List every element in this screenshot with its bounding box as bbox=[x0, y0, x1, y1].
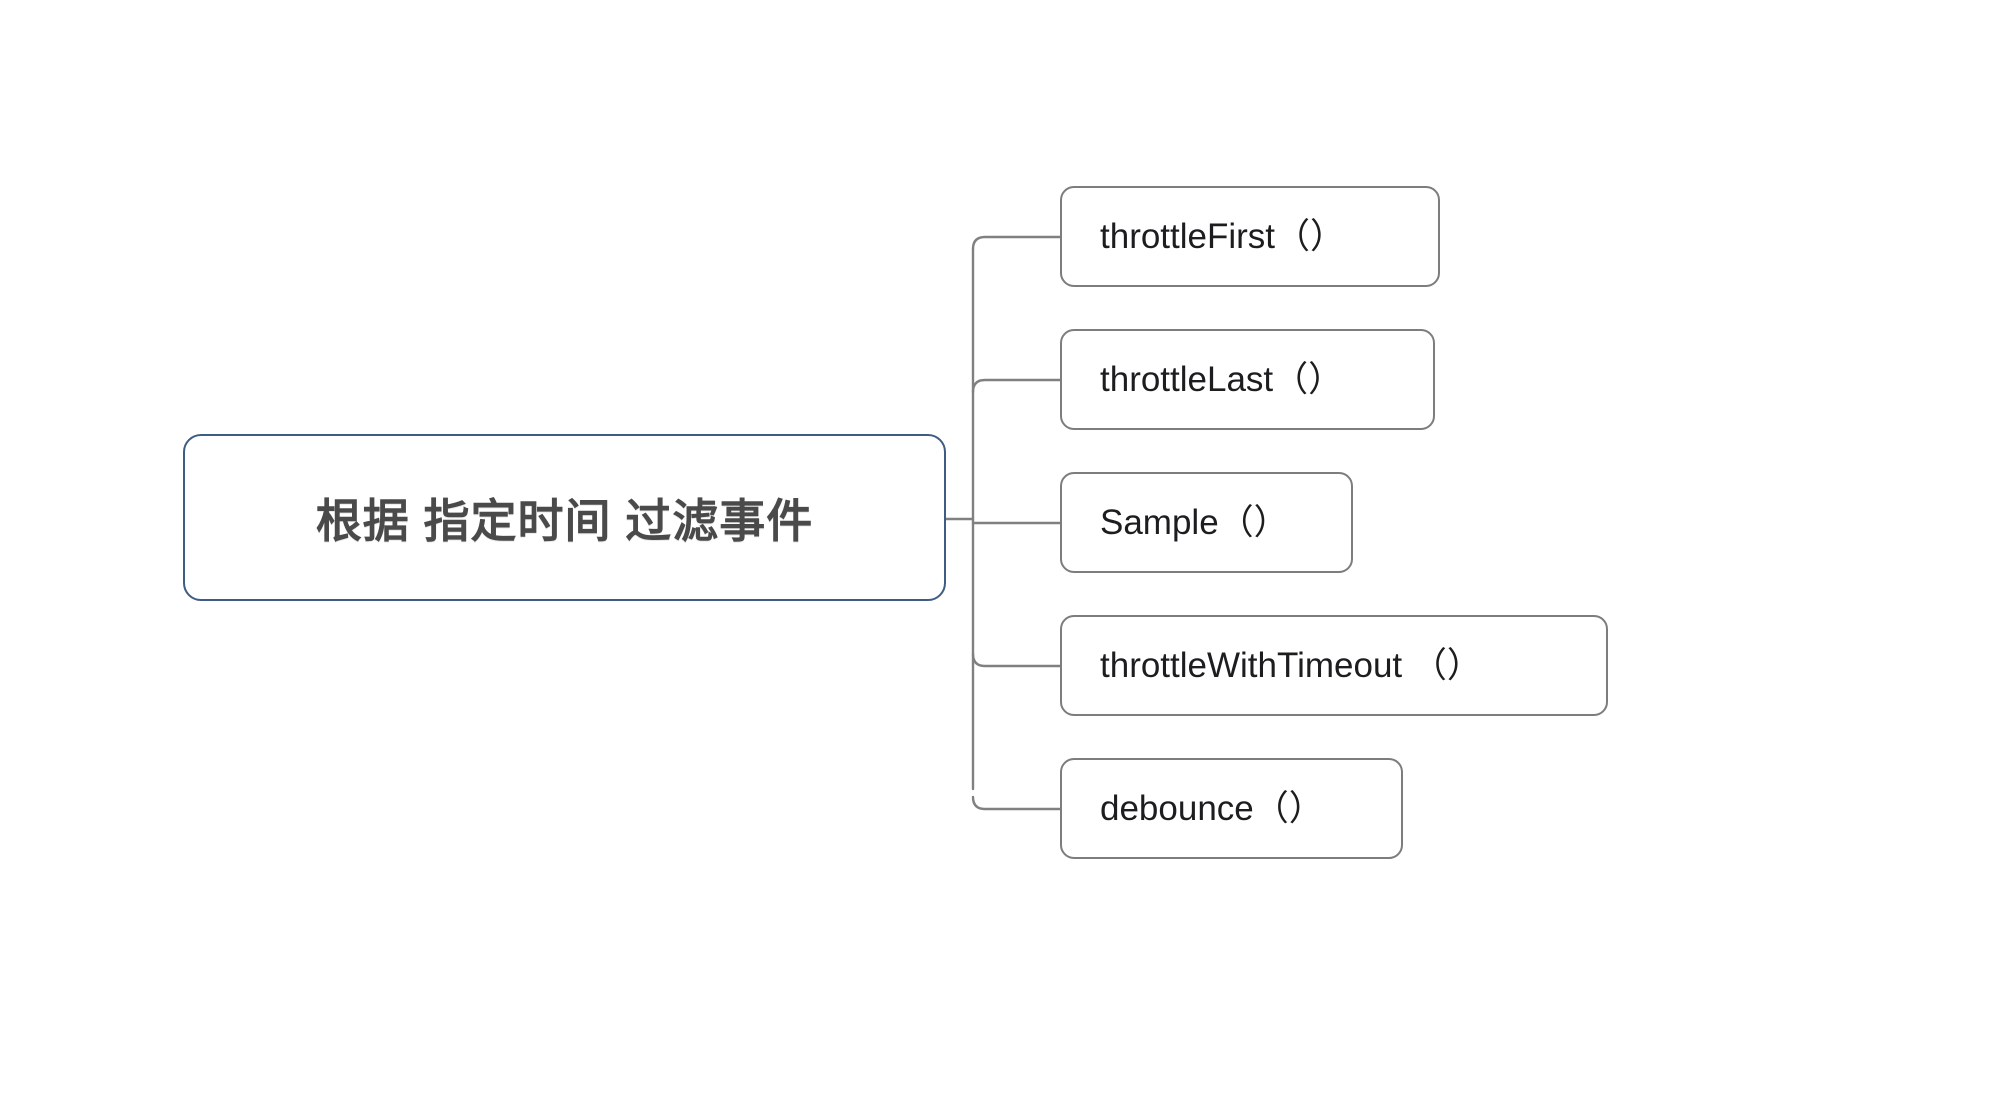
child-node-debounce[interactable]: debounce（） bbox=[1060, 758, 1403, 859]
connector-branch-1 bbox=[971, 235, 1062, 251]
root-node[interactable]: 根据 指定时间 过滤事件 bbox=[183, 434, 946, 601]
child-node-label: throttleWithTimeout （） bbox=[1100, 646, 1482, 685]
child-node-throttlewithtimeout[interactable]: throttleWithTimeout （） bbox=[1060, 615, 1608, 716]
child-node-throttlefirst[interactable]: throttleFirst（） bbox=[1060, 186, 1440, 287]
connector-branch-2 bbox=[971, 378, 1062, 394]
root-node-label: 根据 指定时间 过滤事件 bbox=[315, 494, 814, 547]
child-node-label: throttleLast（） bbox=[1100, 360, 1344, 399]
child-node-label: debounce（） bbox=[1100, 789, 1324, 828]
child-node-sample[interactable]: Sample（） bbox=[1060, 472, 1353, 573]
child-node-label: Sample（） bbox=[1100, 503, 1289, 542]
connector-branch-4 bbox=[971, 652, 1062, 668]
connector-branch-5 bbox=[971, 795, 1062, 811]
child-node-throttlelast[interactable]: throttleLast（） bbox=[1060, 329, 1435, 430]
child-node-label: throttleFirst（） bbox=[1100, 217, 1346, 256]
